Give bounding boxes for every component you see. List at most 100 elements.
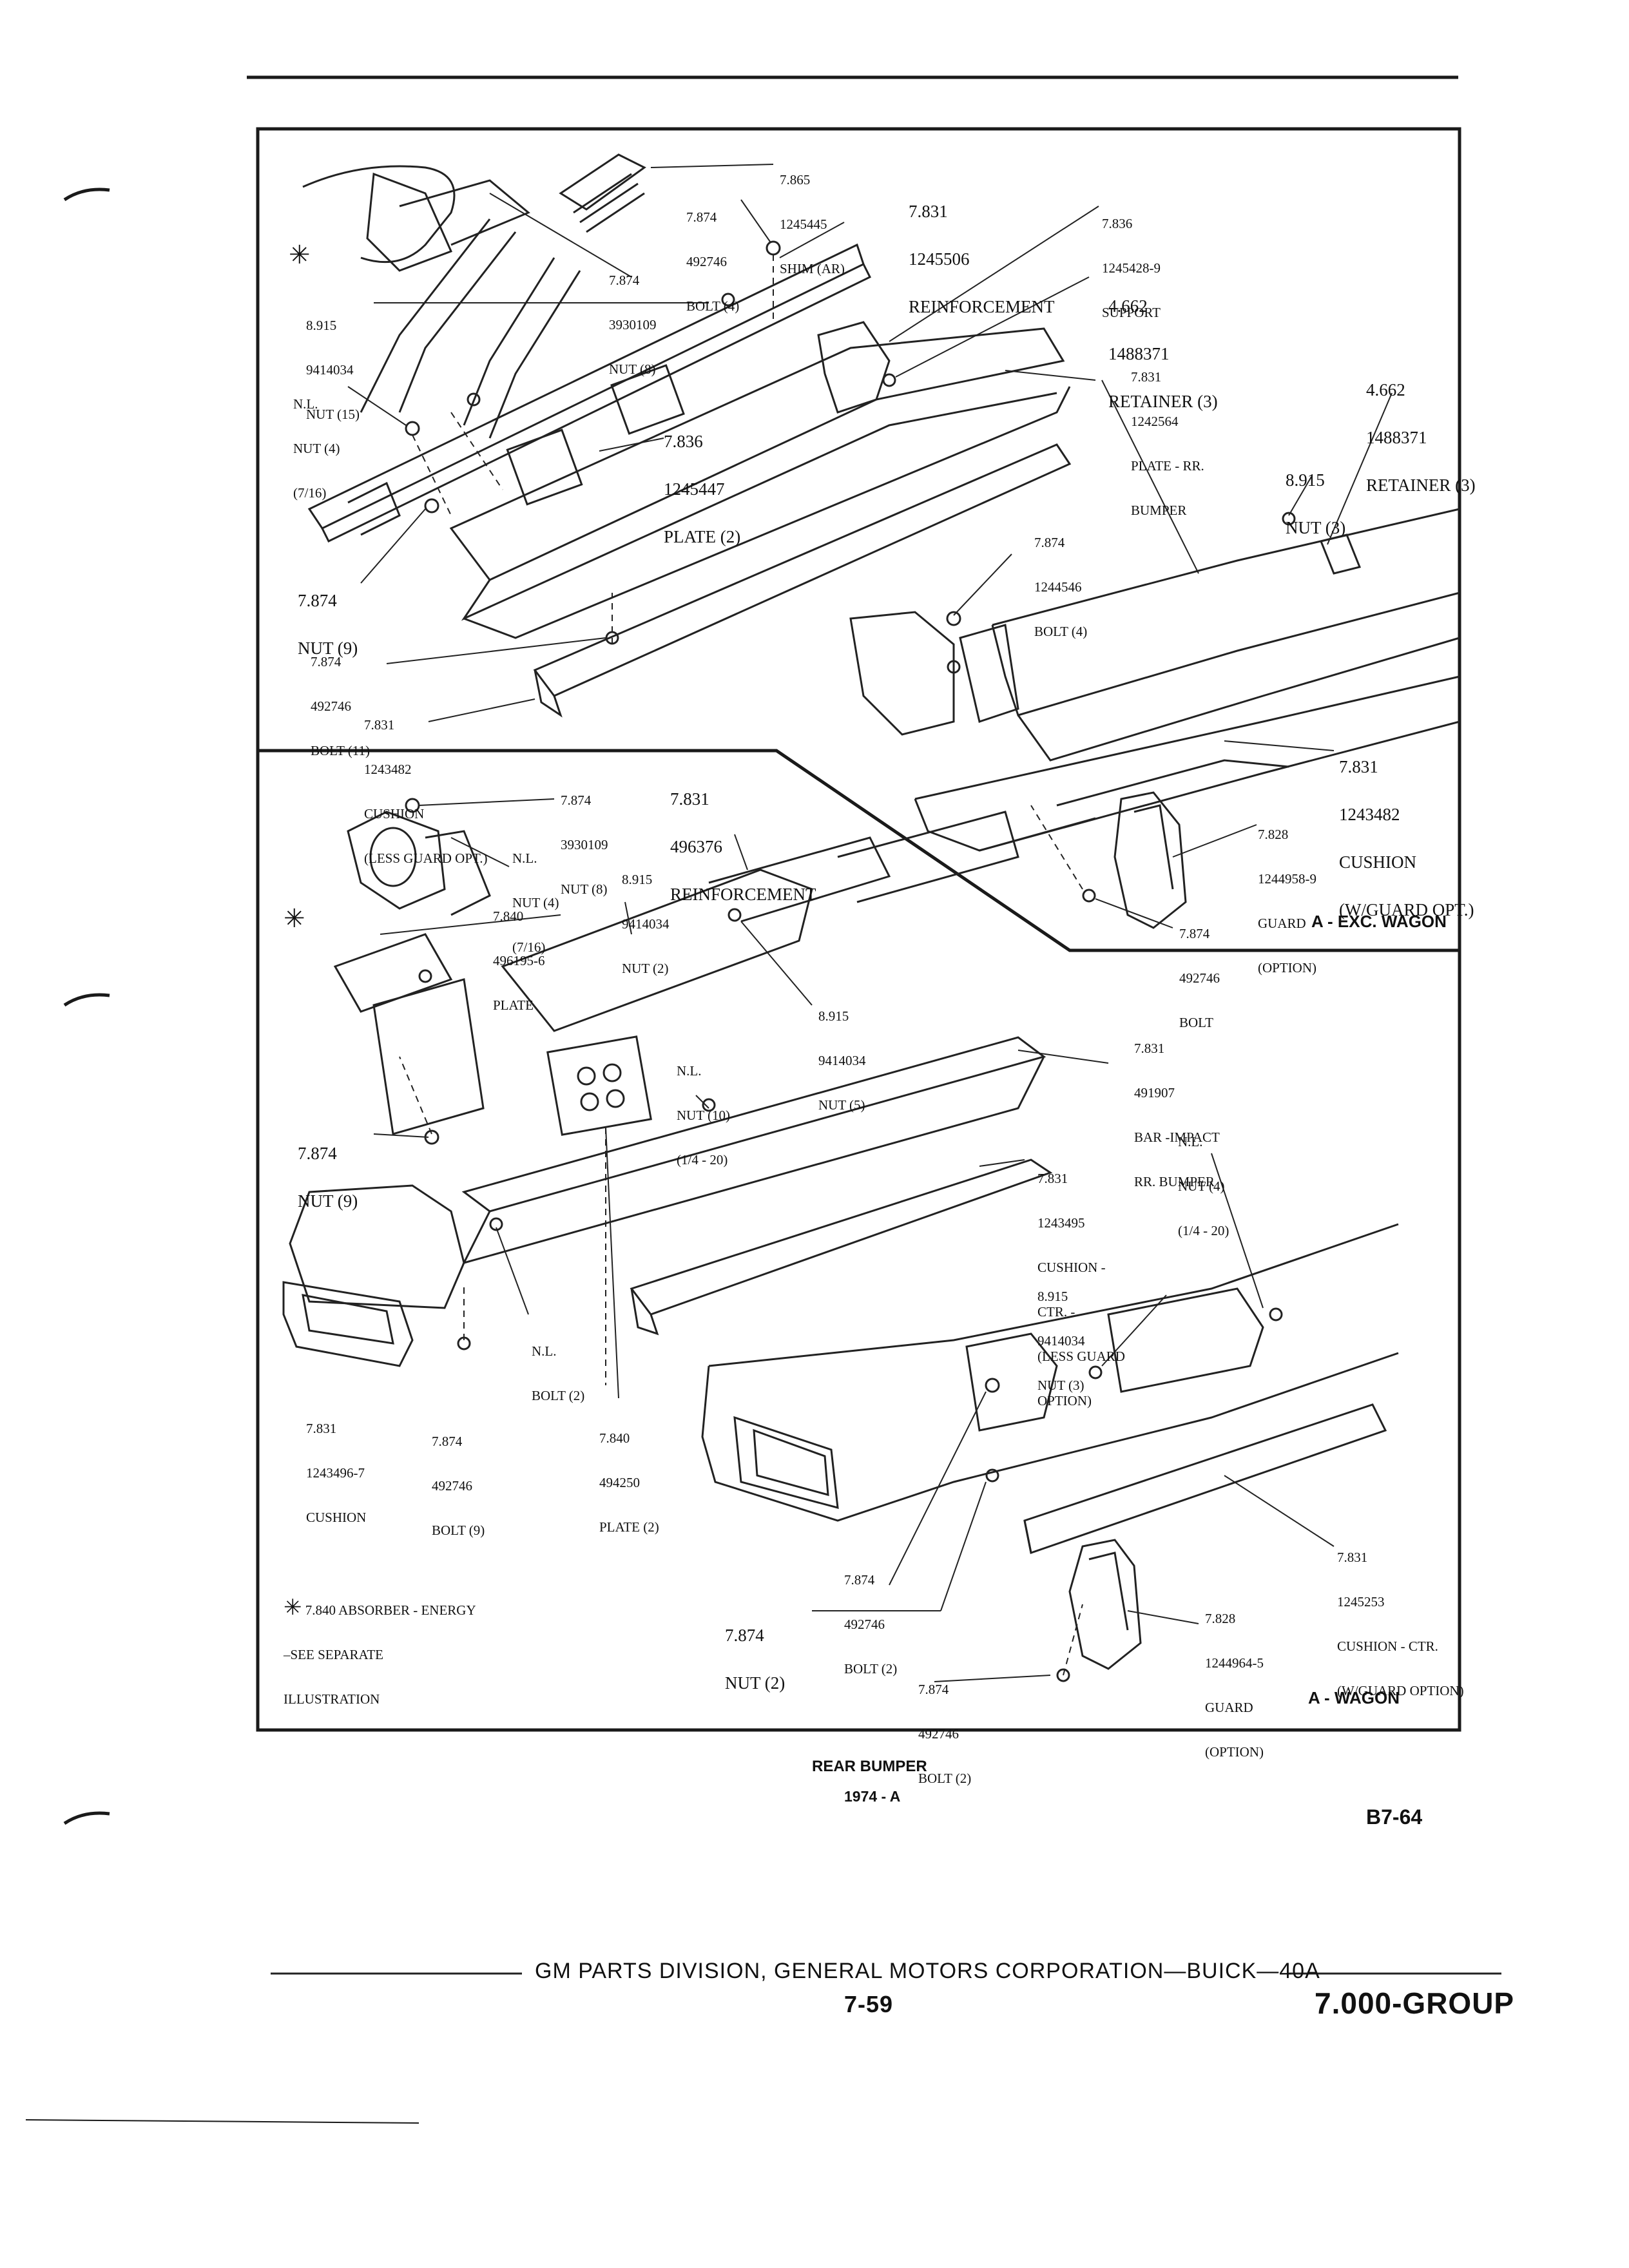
callout-line: CTR. - <box>1037 1304 1075 1320</box>
cushion-1243496-callout: 7.831 1243496-7 CUSHION <box>306 1392 366 1540</box>
callout-line: 1244964-5 <box>1205 1655 1264 1671</box>
callout-line: (OPTION) <box>1205 1744 1264 1760</box>
callout-line: 7.874 <box>432 1434 463 1449</box>
callout-line: BUMPER <box>1131 503 1187 518</box>
callout-line: NUT (3) <box>1286 518 1346 537</box>
nut-9414034-2-callout: 8.915 9414034 NUT (2) <box>622 843 670 991</box>
nl-nut-callout-bottom: N.L. NUT (4) (7/16) <box>512 822 559 970</box>
callout-line: BOLT <box>1179 1015 1213 1030</box>
bolt-11-callout: 7.874 492746 BOLT (11) <box>311 625 370 773</box>
callout-line: 9414034 <box>306 362 354 378</box>
plate-496195-callout: 7.840 496195-6 PLATE <box>493 879 545 1028</box>
nut-9-callout-bottom: 7.874 NUT (9) <box>298 1115 358 1225</box>
callout-line: (LESS GUARD OPT.) <box>364 850 488 866</box>
callout-line: NUT (2) <box>622 961 669 976</box>
callout-line: N.L. <box>512 850 537 866</box>
view-label-wagon: A - WAGON <box>1308 1688 1400 1707</box>
callout-line: 492746 <box>311 698 351 714</box>
callout-line: 496195-6 <box>493 953 545 968</box>
callout-line: 1488371 <box>1366 428 1427 447</box>
callout-line: 7.865 <box>780 172 811 187</box>
callout-line: 496376 <box>670 837 722 856</box>
nl-nut-4-callout: N.L. NUT (4) (1/4 - 20) <box>1178 1105 1229 1253</box>
callout-line: BOLT (9) <box>432 1523 485 1538</box>
callout-line: N.L. <box>293 396 318 412</box>
callout-line: 1244958-9 <box>1258 871 1316 887</box>
callout-line: 8.915 <box>622 872 653 887</box>
callout-line: 7.874 <box>1034 535 1065 550</box>
reinforcement-496376-callout: 7.831 496376 REINFORCEMENT <box>670 760 816 918</box>
callout-line: 492746 <box>1179 970 1220 986</box>
callout-line: (W/GUARD OPTION) <box>1337 1683 1464 1698</box>
callout-line: NUT (15) <box>306 407 360 422</box>
callout-line: (7/16) <box>293 485 327 501</box>
callout-line: (W/GUARD OPT.) <box>1339 900 1474 919</box>
callout-line: (LESS GUARD <box>1037 1349 1125 1364</box>
callout-line: BOLT (11) <box>311 743 370 758</box>
callout-line: BAR -IMPACT <box>1134 1129 1220 1145</box>
bolt-492746-callout: 7.874 492746 BOLT (4) <box>686 180 739 329</box>
nut-2-wagon-callout: 7.874 NUT (2) <box>725 1597 785 1707</box>
callout-line: 7.874 <box>918 1682 949 1697</box>
callout-line: 7.836 <box>1102 216 1133 231</box>
callout-line: GUARD <box>1205 1700 1253 1715</box>
callout-line: 1245506 <box>909 249 970 269</box>
callout-line: NUT (3) <box>1037 1378 1084 1393</box>
callout-line: BOLT (2) <box>532 1388 585 1403</box>
callout-line: 1243482 <box>1339 805 1400 824</box>
callout-line: 7.831 <box>1037 1171 1068 1186</box>
callout-line: PLATE <box>493 997 534 1013</box>
absorber-marker-icon: ✳ <box>284 904 305 933</box>
callout-line: 492746 <box>844 1617 885 1632</box>
callout-line: NUT (9) <box>298 639 358 658</box>
callout-line: N.L. <box>677 1063 702 1079</box>
callout-line: 9414034 <box>1037 1333 1085 1349</box>
callout-line: 1245428-9 <box>1102 260 1161 276</box>
callout-line: 7.874 <box>725 1626 764 1645</box>
nut-3930109-callout: 7.874 3930109 NUT (8) <box>609 244 657 392</box>
note-line: ILLUSTRATION <box>284 1691 380 1707</box>
callout-line: 4.662 <box>1108 296 1148 316</box>
callout-line: BOLT (2) <box>918 1771 972 1786</box>
bolt-2-wagon-callout-a: 7.874 492746 BOLT (2) <box>844 1543 897 1691</box>
diagram-title: REAR BUMPER <box>812 1758 927 1775</box>
reinforcement-1245506-callout: 7.831 1245506 REINFORCEMENT <box>909 173 1055 331</box>
callout-line: 4.662 <box>1366 380 1405 399</box>
cushion-w-guard-callout: 7.831 1243482 CUSHION (W/GUARD OPT.) <box>1339 728 1474 934</box>
plate-494250-callout: 7.840 494250 PLATE (2) <box>599 1401 659 1550</box>
callout-line: 492746 <box>918 1726 959 1742</box>
callout-line: 8.915 <box>1286 470 1325 490</box>
callout-line: 7.831 <box>364 717 395 733</box>
callout-line: CUSHION <box>364 806 425 822</box>
callout-line: 7.874 <box>844 1572 875 1588</box>
note-line: –SEE SEPARATE <box>284 1647 384 1662</box>
bolt-2-wagon-callout-b: 7.874 492746 BOLT (2) <box>918 1653 971 1801</box>
callout-line: (1/4 - 20) <box>1178 1223 1229 1238</box>
callout-line: NUT (5) <box>818 1097 865 1113</box>
bolt-9-callout: 7.874 492746 BOLT (9) <box>432 1405 485 1553</box>
callout-line: N.L. <box>1178 1134 1203 1149</box>
support-callout: 7.836 1245428-9 SUPPORT <box>1102 187 1161 335</box>
callout-line: OPTION) <box>1037 1393 1092 1408</box>
group-label: 7.000-GROUP <box>1315 1986 1515 2020</box>
cushion-less-guard-callout: 7.831 1243482 CUSHION (LESS GUARD OPT.) <box>364 688 488 881</box>
callout-line: BOLT (2) <box>844 1661 898 1677</box>
callout-line: 7.874 <box>298 591 337 610</box>
nut-8915-callout-top: 8.915 NUT (3) <box>1286 441 1345 552</box>
callout-line: 1243496-7 <box>306 1465 365 1481</box>
bar-impact-callout: 7.831 491907 BAR -IMPACT RR. BUMPER <box>1134 1012 1220 1204</box>
callout-line: 9414034 <box>622 916 670 932</box>
callout-line: GUARD <box>1258 916 1306 931</box>
callout-line: 491907 <box>1134 1085 1175 1100</box>
callout-line: NUT (8) <box>609 361 656 377</box>
callout-line: 1242564 <box>1131 414 1179 429</box>
callout-line: 1243495 <box>1037 1215 1085 1231</box>
absorber-marker-icon: ✳ <box>289 240 311 269</box>
callout-line: 8.915 <box>1037 1289 1068 1304</box>
guard-1244964-callout: 7.828 1244964-5 GUARD (OPTION) <box>1205 1582 1264 1774</box>
nut-9414034-5-callout: 8.915 9414034 NUT (5) <box>818 979 866 1128</box>
callout-line: 1245445 <box>780 216 827 232</box>
shim-callout: 7.865 1245445 SHIM (AR) <box>780 143 845 291</box>
callout-line: PLATE (2) <box>599 1519 659 1535</box>
